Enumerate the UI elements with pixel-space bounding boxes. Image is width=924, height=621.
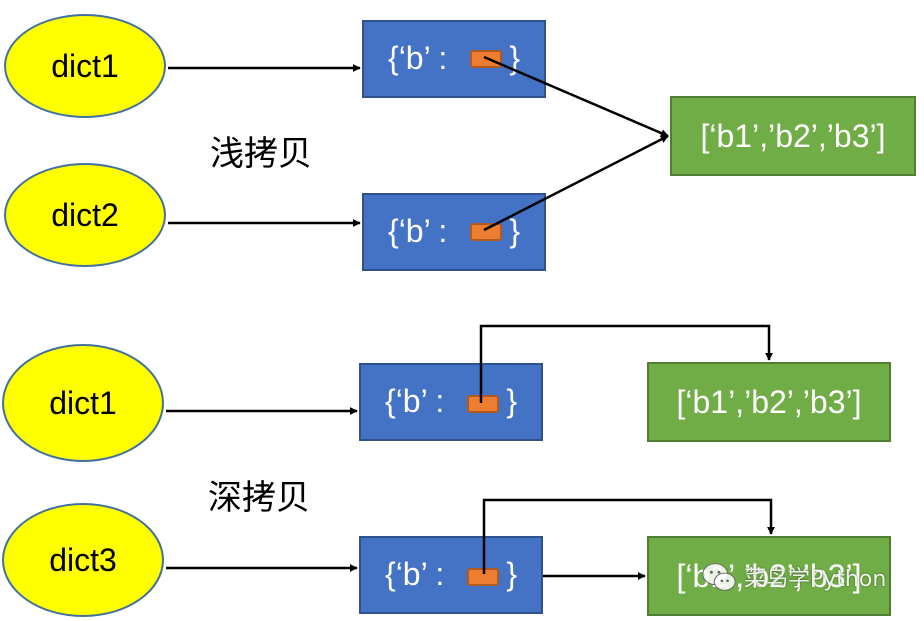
list-box-deep-1: [‘b1’,’b2’,’b3’] — [647, 362, 891, 442]
reference-pointer — [470, 223, 502, 241]
dict-close-brace: } — [509, 213, 520, 249]
arrow-ref1-to-list — [483, 55, 669, 138]
dict-key-text: {‘b’ : — [388, 213, 448, 249]
list-box-shared: [‘b1’,’b2’,’b3’] — [670, 96, 916, 176]
var-label: dict1 — [49, 384, 117, 421]
wechat-icon — [702, 563, 736, 591]
dict-close-brace: } — [506, 556, 517, 592]
arrow-ref2-to-list — [483, 134, 669, 232]
dict-close-brace: } — [506, 383, 517, 419]
dict-box-deep-2: {‘b’ : } — [359, 536, 543, 614]
var-label: dict3 — [49, 541, 117, 578]
dict-close-brace: } — [509, 40, 520, 76]
var-dict3: dict3 — [2, 503, 164, 617]
dict-box-shallow-1: {‘b’ : } — [362, 20, 546, 98]
arrow-ref-deep1-to-list — [479, 324, 773, 403]
dict-box-shallow-2: {‘b’ : } — [362, 193, 546, 271]
var-label: dict2 — [51, 196, 119, 233]
var-dict2: dict2 — [4, 163, 166, 267]
dict-key-text: {‘b’ : — [385, 556, 445, 592]
arrow-ref-deep2-to-list — [482, 498, 775, 574]
list-box-deep-2: [‘b1’,’b2’,’b3’] — [647, 536, 891, 616]
watermark-text: 菜鸟学Python — [744, 567, 887, 592]
var-dict1-deep: dict1 — [2, 344, 164, 462]
watermark: 菜鸟学Python — [700, 558, 886, 596]
reference-pointer — [467, 395, 499, 413]
var-label: dict1 — [51, 47, 119, 84]
dict-box-deep-1: {‘b’ : } — [359, 363, 543, 441]
deep-copy-label: 深拷贝 — [208, 478, 310, 518]
dict-key-text: {‘b’ : — [385, 383, 445, 419]
var-dict1-shallow: dict1 — [4, 14, 166, 118]
list-text: [‘b1’,’b2’,’b3’] — [676, 383, 862, 420]
dict-key-text: {‘b’ : — [388, 40, 448, 76]
shallow-copy-label: 浅拷贝 — [210, 134, 312, 174]
list-text: [‘b1’,’b2’,’b3’] — [700, 117, 886, 154]
